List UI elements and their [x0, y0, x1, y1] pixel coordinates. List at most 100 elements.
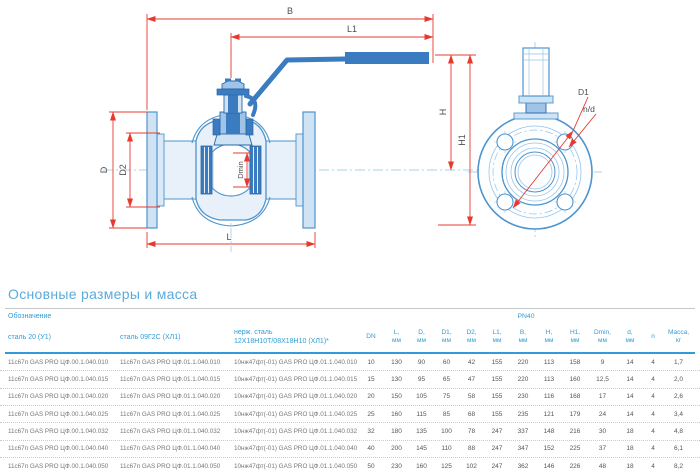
designation-cell: 11с67п GAS PRO ЦФ.01.1.040.032	[120, 428, 221, 436]
value-cell: 4	[651, 445, 655, 453]
value-cell: 155	[491, 410, 503, 418]
designation-column-header-1: сталь 20 (У1)	[8, 333, 51, 341]
value-cell: 102	[466, 462, 477, 470]
value-cell: 18	[626, 462, 634, 470]
value-cell: 110	[441, 445, 452, 453]
dimension-lines	[109, 14, 597, 248]
value-cell: 24	[598, 410, 607, 418]
value-cell: 220	[517, 376, 529, 384]
value-cell: 18	[626, 445, 634, 453]
value-cell: 9	[600, 358, 605, 366]
value-cell: 152	[543, 445, 555, 453]
value-cell: 37	[598, 445, 607, 453]
value-cell: 14	[626, 410, 634, 418]
dim-column-header-масса: Масса, кг	[667, 329, 690, 344]
designation-cell: 11с67п GAS PRO ЦФ.00.1.040.025	[8, 410, 109, 418]
table-row: 11с67п GAS PRO ЦФ.00.1.040.025 11с67п GAS…	[0, 405, 700, 422]
dim-column-header-l: L, мм	[392, 329, 401, 344]
dim-label-b: B	[287, 6, 293, 16]
designation-cell: 11с67п GAS PRO ЦФ.00.1.040.020	[8, 393, 109, 401]
table-row: 11с67п GAS PRO ЦФ.00.1.040.020 11с67п GAS…	[0, 387, 700, 405]
value-cell: 155	[491, 393, 503, 401]
dim-label-d1: D1	[578, 87, 589, 97]
dim-label-h: H	[438, 109, 448, 116]
dimensions-table: Основные размеры и масса Обозначение PN4…	[0, 283, 700, 474]
pn40-group-header: PN40	[517, 313, 535, 320]
value-cell: 68	[467, 410, 476, 418]
value-cell: 65	[442, 376, 451, 384]
designation-cell: 10нж47фт(-01) GAS PRO ЦФ.01.1.040.040	[234, 445, 358, 453]
designation-cell: 11с67п GAS PRO ЦФ.01.1.040.050	[120, 462, 221, 470]
value-cell: 4	[651, 376, 655, 384]
dim-label-d: D	[99, 166, 109, 173]
value-cell: 4	[651, 410, 655, 418]
value-cell: 116	[543, 393, 555, 401]
dim-label-nd: n/d	[583, 104, 595, 114]
value-cell: 3,4	[673, 410, 684, 418]
table-title: Основные размеры и масса	[8, 286, 198, 302]
value-cell: 347	[517, 445, 529, 453]
designation-cell: 11с67п GAS PRO ЦФ.00.1.040.032	[8, 428, 109, 436]
value-cell: 50	[367, 462, 375, 470]
value-cell: 105	[416, 393, 427, 401]
designation-cell: 10нж47фт(-01) GAS PRO ЦФ.01.1.040.020	[234, 393, 358, 401]
dimension-labels: B L1 D D2 Dmin L H H1 D1 n/d	[99, 6, 595, 242]
stem-front	[513, 47, 559, 120]
dim-column-header-d1: D1, мм	[441, 329, 452, 344]
value-cell: 4,8	[673, 428, 684, 436]
designation-cell: 11с67п GAS PRO ЦФ.01.1.040.010	[120, 358, 221, 366]
value-cell: 158	[569, 358, 581, 366]
designation-cell: 11с67п GAS PRO ЦФ.01.1.040.040	[120, 445, 221, 453]
dim-label-l: L	[226, 232, 231, 242]
value-cell: 121	[543, 410, 555, 418]
value-cell: 235	[517, 410, 529, 418]
designation-cell: 10нж47фт(-01) GAS PRO ЦФ.01.1.040.025	[234, 410, 358, 418]
value-cell: 180	[391, 428, 402, 436]
title-divider	[5, 308, 695, 309]
dim-column-header-b: B, мм	[518, 329, 528, 344]
value-cell: 60	[442, 358, 451, 366]
value-cell: 113	[543, 376, 555, 384]
value-cell: 148	[543, 428, 555, 436]
designation-cell: 11с67п GAS PRO ЦФ.01.1.040.025	[120, 410, 221, 418]
value-cell: 15	[367, 376, 375, 384]
left-flange	[146, 111, 158, 229]
value-cell: 4	[651, 462, 655, 470]
value-cell: 100	[441, 428, 452, 436]
table-column-header-row: сталь 20 (У1)сталь 09Г2С (ХЛ1)нерж. стал…	[0, 324, 700, 350]
value-cell: 14	[626, 376, 634, 384]
value-cell: 135	[416, 428, 427, 436]
value-cell: 200	[391, 445, 402, 453]
value-cell: 225	[569, 445, 581, 453]
value-cell: 130	[391, 358, 402, 366]
dim-column-header-dmin: Dmin, мм	[594, 329, 611, 344]
value-cell: 17	[598, 393, 607, 401]
value-cell: 155	[491, 358, 503, 366]
value-cell: 85	[442, 410, 451, 418]
designation-cell: 10нж47фт(-01) GAS PRO ЦФ.01.1.040.010	[234, 358, 358, 366]
value-cell: 88	[467, 445, 476, 453]
value-cell: 47	[467, 376, 476, 384]
dim-column-header-d: d, мм	[625, 329, 635, 344]
dim-column-header-d: D, мм	[417, 329, 426, 344]
dim-column-header-dn: DN	[366, 333, 376, 340]
value-cell: 32	[367, 428, 375, 436]
value-cell: 230	[391, 462, 402, 470]
table-row: 11с67п GAS PRO ЦФ.00.1.040.032 11с67п GAS…	[0, 422, 700, 439]
value-cell: 160	[416, 462, 427, 470]
designation-column-header-3: нерж. сталь 12Х18Н10Т/08Х18Н10 (ХЛ1)*	[234, 329, 329, 345]
designation-cell: 10нж47фт(-01) GAS PRO ЦФ.01.1.040.032	[234, 428, 358, 436]
value-cell: 168	[569, 393, 581, 401]
designation-cell: 11с67п GAS PRO ЦФ.00.1.040.040	[8, 445, 109, 453]
designation-cell: 11с67п GAS PRO ЦФ.01.1.040.020	[120, 393, 221, 401]
value-cell: 115	[416, 410, 427, 418]
value-cell: 12,5	[596, 376, 609, 384]
value-cell: 362	[517, 462, 529, 470]
value-cell: 20	[367, 393, 375, 401]
value-cell: 220	[517, 358, 529, 366]
value-cell: 125	[441, 462, 452, 470]
value-cell: 247	[491, 445, 503, 453]
value-cell: 75	[442, 393, 451, 401]
designation-cell: 10нж47фт(-01) GAS PRO ЦФ.01.1.040.015	[234, 376, 358, 384]
